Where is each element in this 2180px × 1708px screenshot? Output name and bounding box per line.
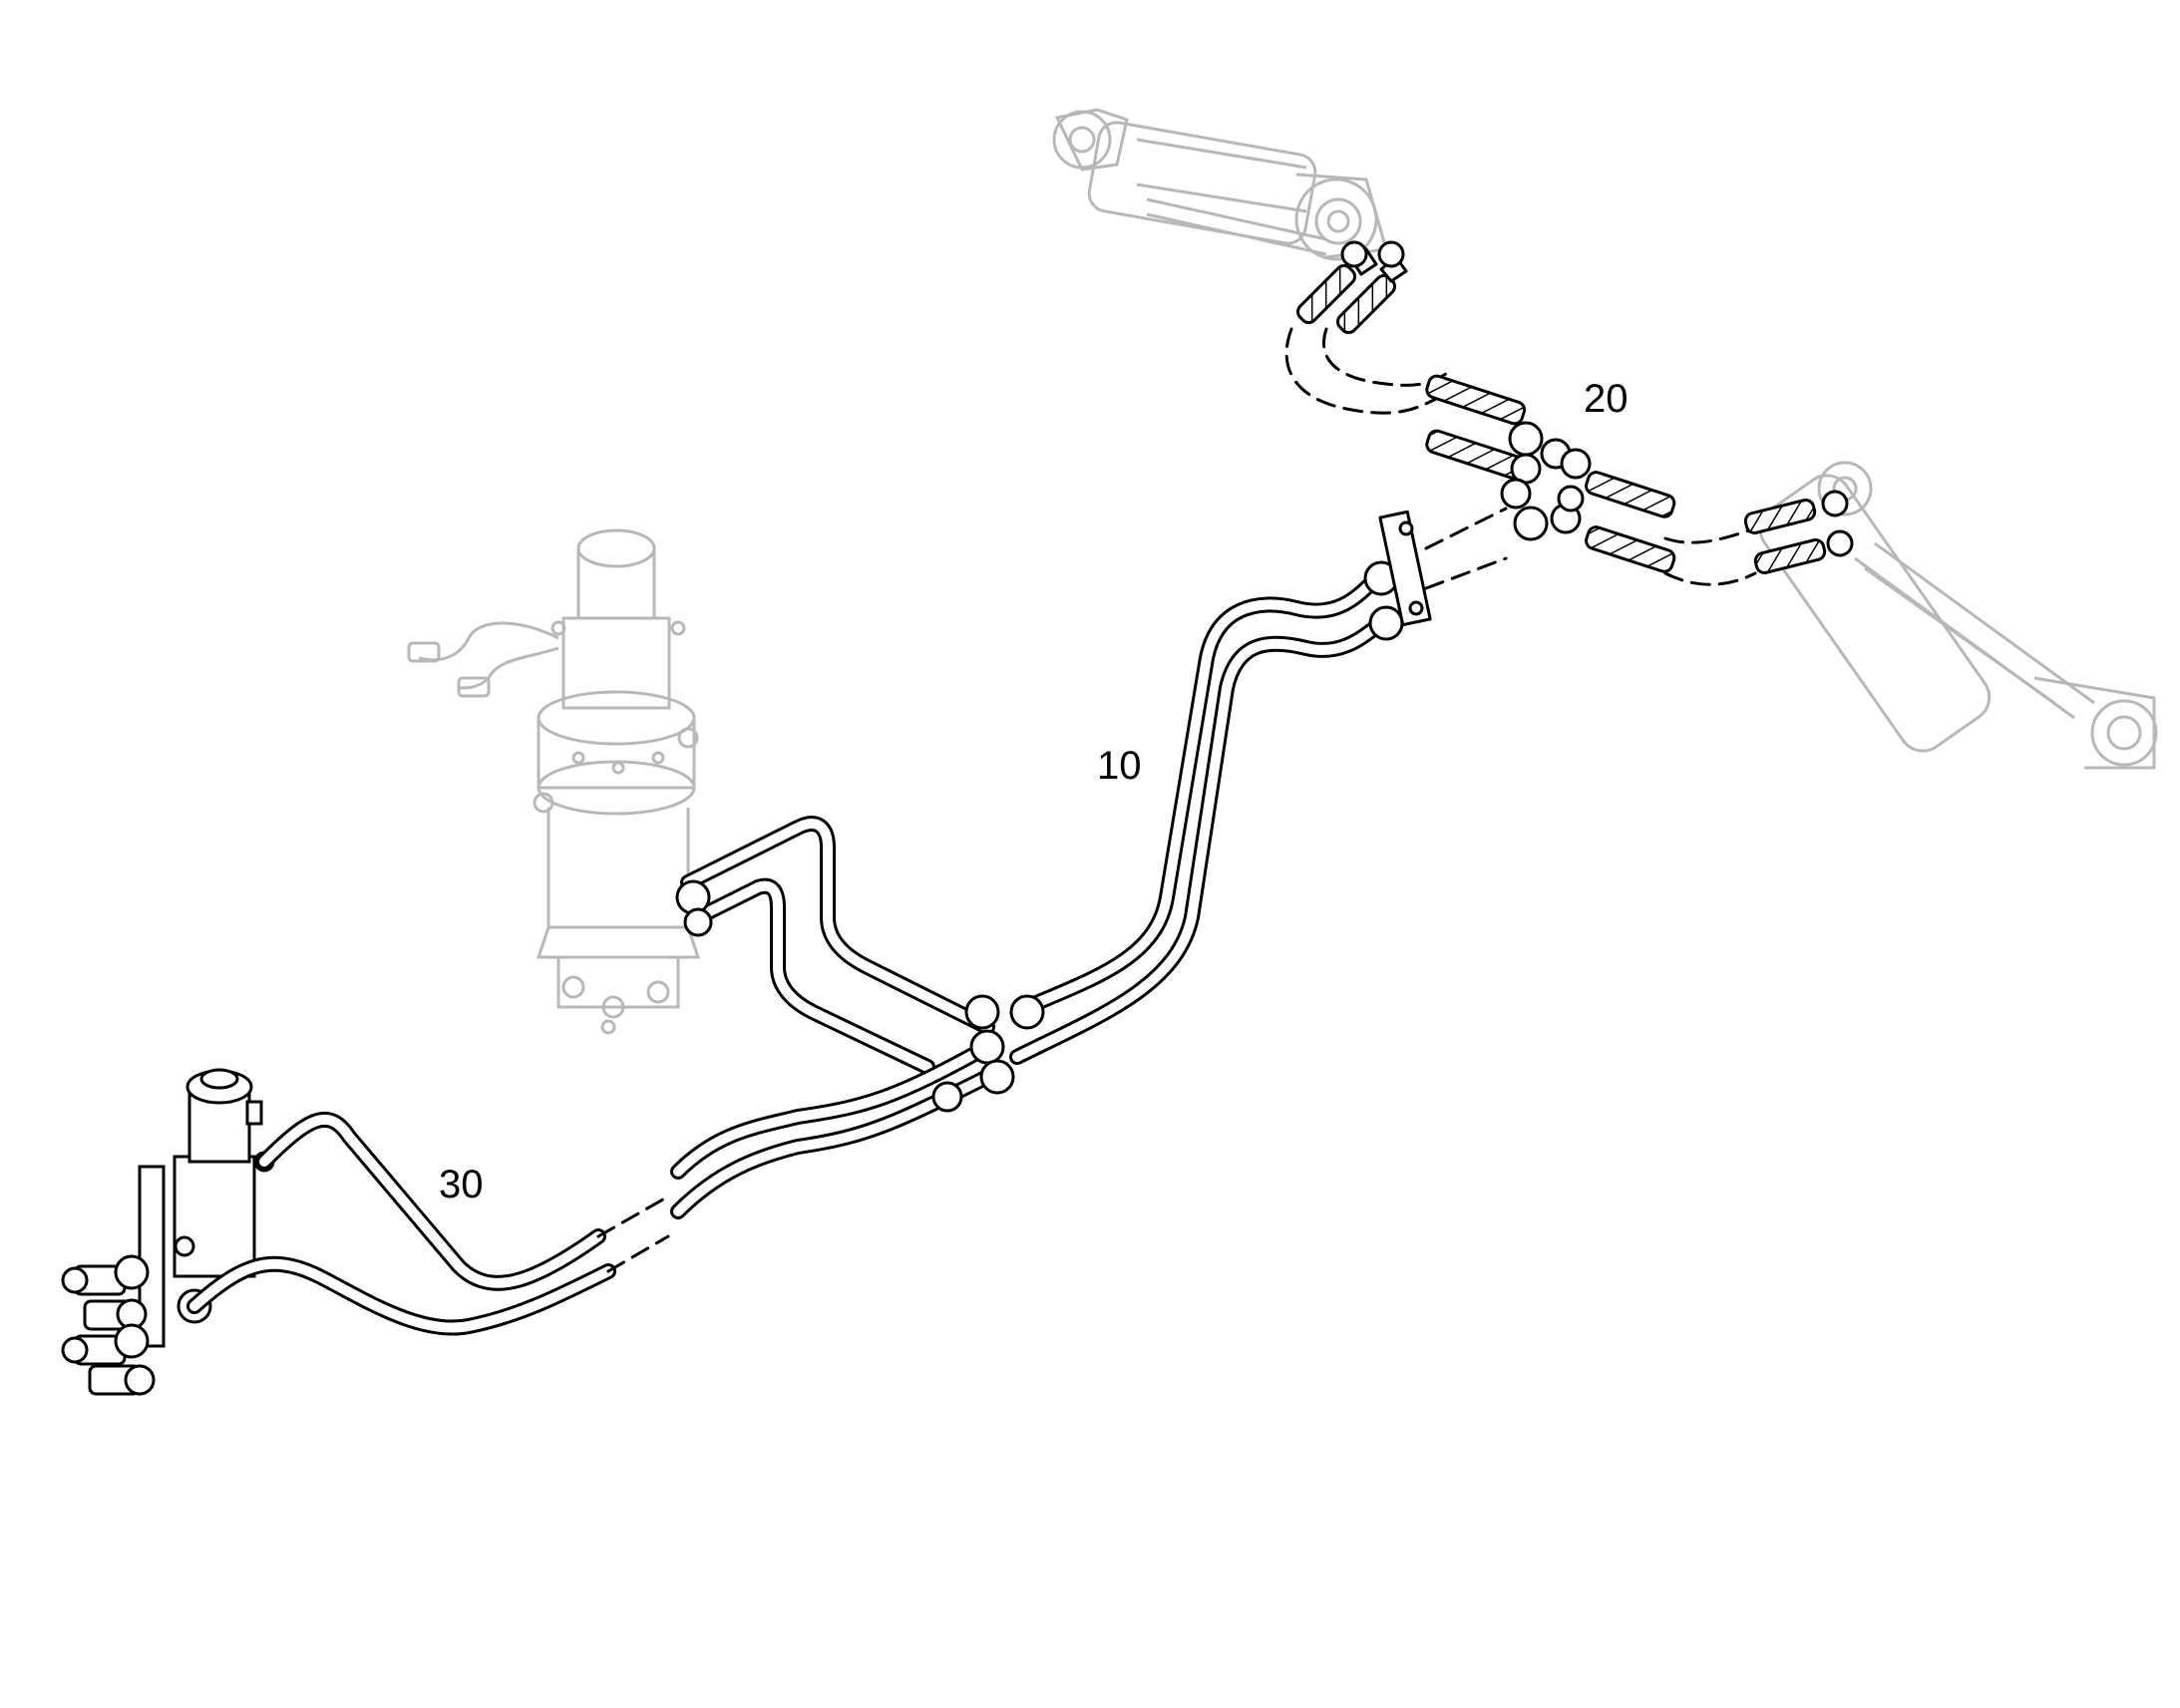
callout-20: 20	[1584, 377, 1629, 421]
line-set-20	[1284, 240, 1854, 586]
upper-hydraulic-cylinder	[1052, 108, 1388, 261]
callout-10: 10	[1097, 744, 1142, 788]
line-set-30	[186, 1111, 670, 1336]
callout-30: 30	[439, 1163, 484, 1206]
line-set-10	[670, 507, 1508, 1219]
lower-hydraulic-cylinder	[1758, 461, 2158, 770]
bulkhead-plate	[1378, 510, 1432, 627]
steering-motor-unit	[407, 528, 701, 1035]
valve-port-fittings	[61, 1254, 212, 1396]
solenoid-valve-block	[61, 1068, 275, 1396]
